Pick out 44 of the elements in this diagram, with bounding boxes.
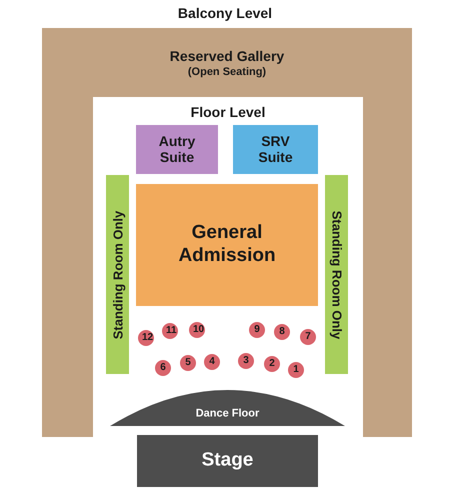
table-seat: [180, 355, 196, 371]
gallery-section: [42, 28, 412, 437]
section-note: (Open Seating): [186, 66, 268, 78]
table-number: 8: [278, 326, 286, 338]
dance-floor: [110, 390, 345, 426]
suite-section: [233, 125, 318, 174]
table-number: 11: [165, 325, 178, 337]
table-seat: [238, 353, 254, 369]
table-number: 3: [242, 355, 250, 367]
section-name: Autry Suite: [158, 132, 196, 166]
floor-area: [93, 97, 363, 437]
section-name: Standing Room Only: [110, 210, 125, 339]
standing-section: [106, 175, 129, 374]
section-name: Stage: [200, 450, 254, 472]
table-number: 6: [159, 362, 167, 374]
section-name: Floor Level: [190, 104, 266, 120]
table-number: 5: [184, 357, 192, 369]
section-name: Reserved Gallery: [168, 48, 286, 64]
stage: [137, 435, 318, 487]
table-seat: [189, 322, 205, 338]
table-seat: [249, 322, 265, 338]
table-seat: [288, 362, 304, 378]
table-number: 2: [268, 358, 276, 370]
level-heading: Balcony Level: [176, 5, 274, 21]
table-number: 10: [192, 324, 205, 336]
table-seat: [162, 323, 178, 339]
table-seat: [204, 354, 220, 370]
suite-section: [136, 125, 218, 174]
table-number: 7: [304, 331, 312, 343]
section-name: SRV Suite: [257, 132, 294, 166]
table-seat: [300, 329, 316, 345]
table-number: 4: [208, 356, 216, 368]
standing-section: [325, 175, 348, 374]
table-seat: [274, 324, 290, 340]
table-seat: [155, 360, 171, 376]
table-number: 12: [141, 332, 154, 344]
section-name: Dance Floor: [194, 408, 260, 422]
section-name: General Admission: [177, 222, 277, 268]
table-seat: [264, 356, 280, 372]
general-admission-section: [136, 184, 318, 306]
table-number: 9: [253, 324, 261, 336]
table-number: 1: [292, 364, 300, 376]
section-name: Standing Room Only: [329, 210, 344, 339]
table-seat: [138, 330, 154, 346]
